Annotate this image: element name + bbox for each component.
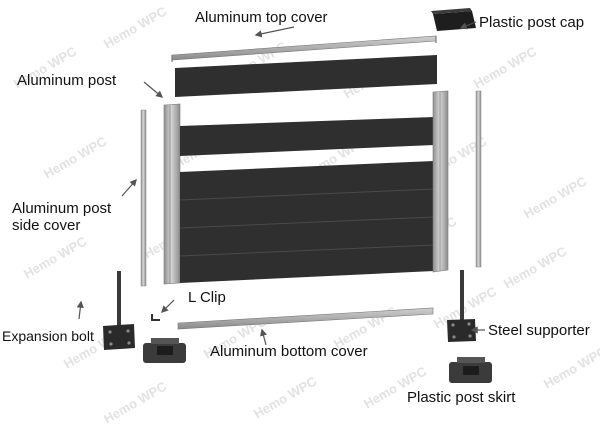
top-cover-label: Aluminum top cover: [195, 9, 328, 26]
l-clip-shape: [151, 314, 160, 321]
right-post: [432, 90, 449, 273]
board-panel: [179, 117, 435, 283]
left-side-cover: [140, 109, 147, 287]
right-post-skirt-shape: [449, 357, 492, 383]
post-label: Aluminum post: [17, 72, 117, 89]
l-clip-label: L Clip: [188, 289, 226, 306]
expansion-bolt-label: Expansion bolt: [2, 328, 94, 344]
left-post: [163, 103, 181, 285]
steel-supporter-label: Steel supporter: [488, 322, 590, 339]
diagram-artwork: [76, 8, 492, 383]
left-steel-supporter-shape: [103, 271, 135, 350]
left-post-skirt-shape: [143, 338, 186, 363]
post-cap-label: Plastic post cap: [479, 14, 585, 31]
side-cover-label-line2: side cover: [12, 217, 81, 234]
right-side-cover: [475, 90, 482, 268]
bottom-cover-rail: [177, 307, 434, 330]
side-cover-label-line1: Aluminum post: [12, 200, 112, 217]
post-cap-shape: [431, 8, 476, 31]
right-steel-supporter-shape: [447, 270, 476, 342]
top-board: [175, 55, 437, 97]
side-cover-label: Aluminum post side cover: [12, 200, 111, 234]
bottom-cover-label: Aluminum bottom cover: [210, 343, 368, 360]
leader-arrows: [76, 21, 485, 346]
post-skirt-label: Plastic post skirt: [407, 389, 516, 406]
top-cover-rail: [171, 35, 437, 62]
